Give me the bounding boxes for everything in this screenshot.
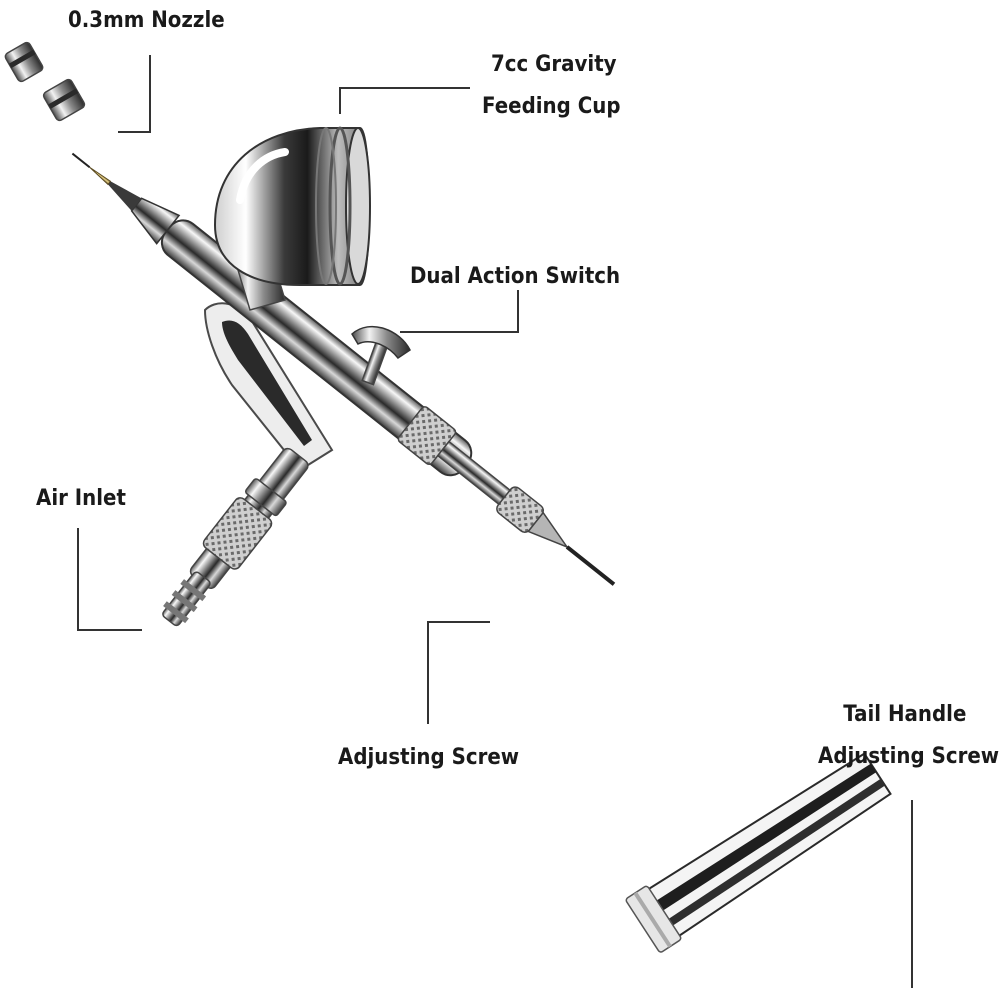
airbrush-image	[71, 126, 616, 627]
nozzle-label: 0.3mm Nozzle	[68, 8, 225, 33]
nozzle-leader-line	[118, 55, 151, 133]
dual-action-switch-label: Dual Action Switch	[410, 264, 621, 289]
adjusting-screw-label: Adjusting Screw	[338, 745, 520, 770]
tail-handle-image	[625, 752, 892, 953]
cup-label-line-1: 7cc Gravity	[491, 52, 617, 77]
tail-label-line-1: Tail Handle	[843, 702, 967, 727]
spare-nozzles-image	[4, 41, 86, 122]
tail-label-line-2: Adjusting Screw	[818, 744, 1000, 769]
air-inlet-label: Air Inlet	[36, 486, 126, 511]
cup-label: 7cc Gravity Feeding Cup	[482, 44, 621, 128]
adjusting-screw-leader-line	[427, 621, 490, 724]
tail-handle-label: Tail Handle Adjusting Screw	[818, 694, 999, 778]
air-inlet-leader-line	[77, 528, 142, 631]
switch-leader-line	[400, 290, 519, 333]
cup-leader-line	[339, 87, 470, 114]
cup-label-line-2: Feeding Cup	[482, 94, 621, 119]
